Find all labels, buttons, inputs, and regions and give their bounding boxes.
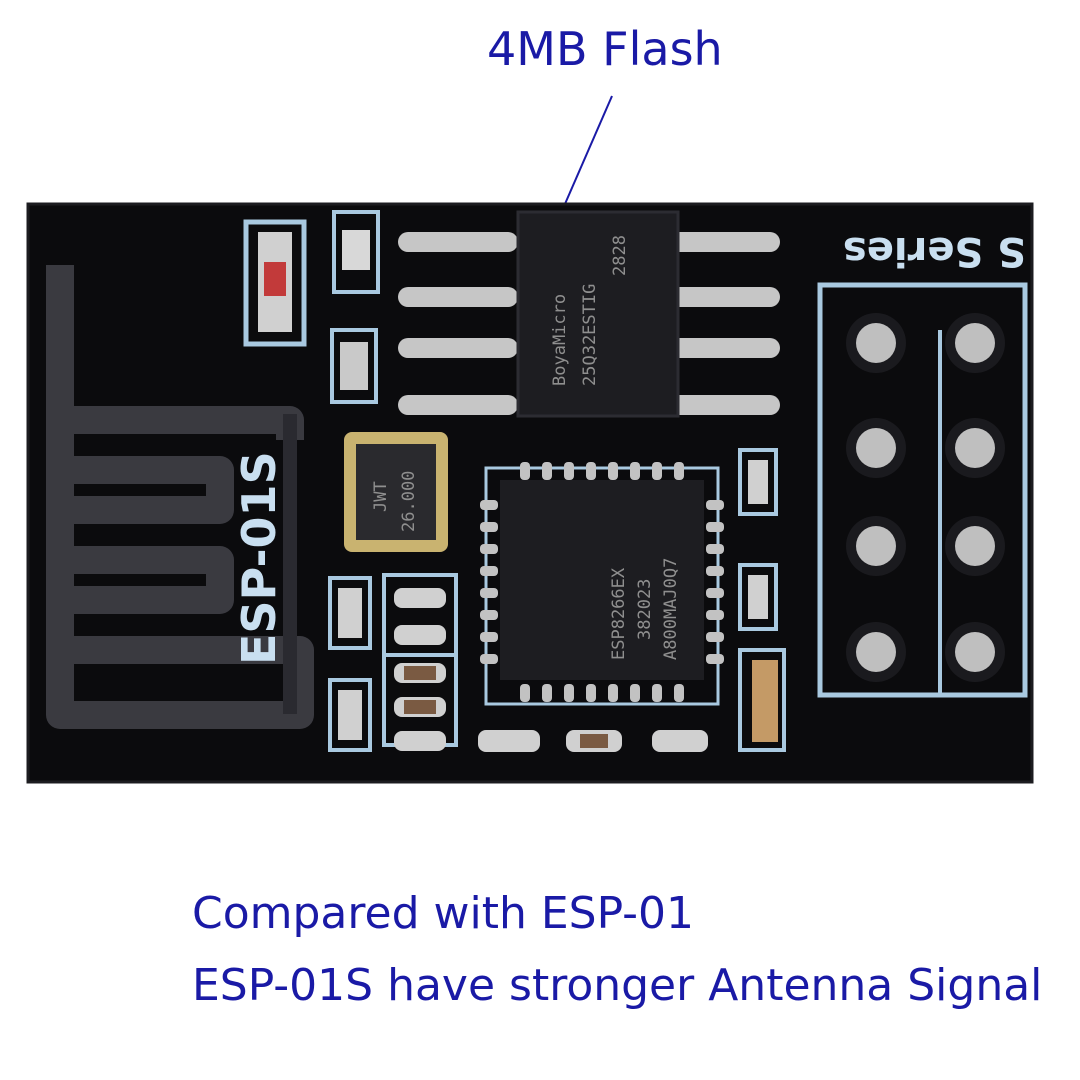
soc-pad [608,462,618,480]
svg-text:JWT: JWT [371,481,391,512]
soc-pad [586,462,596,480]
soc-pad [480,522,498,532]
soc-pads [480,462,724,702]
soc-pad [564,684,574,702]
soc-pad [706,566,724,576]
soc-pad [480,500,498,510]
flash-chip [516,210,680,418]
soc-pad [542,684,552,702]
soc-pad [706,544,724,554]
soc-pad [480,588,498,598]
svg-text:ESP8266EX: ESP8266EX [609,567,629,660]
caption-line-2: ESP-01S have stronger Antenna Signal [192,960,1043,1011]
soc-pad [480,654,498,664]
soc-pad [674,462,684,480]
caption-line-1: Compared with ESP-01 [192,888,695,939]
svg-text:A800MAJ0Q7: A800MAJ0Q7 [661,558,681,660]
soc-chip [500,480,704,680]
svg-text:25Q32ESTIG: 25Q32ESTIG [580,284,600,386]
soc-pad [480,632,498,642]
pin-header-pins [846,313,1005,682]
flash-chip-leads [398,232,780,415]
soc-pad [706,588,724,598]
svg-text:26.000: 26.000 [399,471,419,532]
soc-pad [480,544,498,554]
flash-annotation-label: 4MB Flash [487,22,723,76]
soc-pad [652,462,662,480]
soc-pad [608,684,618,702]
soc-pad [564,462,574,480]
svg-text:382023: 382023 [635,579,655,640]
soc-pad [542,462,552,480]
soc-pad [706,654,724,664]
soc-pad [706,610,724,620]
soc-pad [706,500,724,510]
soc-pad [630,462,640,480]
soc-pad [586,684,596,702]
soc-pad [706,632,724,642]
passive-components [328,448,786,752]
pin-header-outline [817,282,1028,698]
soc-pad [520,684,530,702]
soc-pad [480,566,498,576]
flash-pointer-line [557,95,613,221]
model-silkscreen: ESP-01S [232,451,286,665]
series-silkscreen: S Series [843,228,1026,274]
soc-pad [652,684,662,702]
soc-pad [630,684,640,702]
antenna-trace [46,265,314,729]
soc-pad [480,610,498,620]
svg-text:BoyaMicro: BoyaMicro [550,294,570,386]
soc-pad [520,462,530,480]
soc-pad [706,522,724,532]
svg-text:2828: 2828 [610,235,630,276]
soc-pad [674,684,684,702]
